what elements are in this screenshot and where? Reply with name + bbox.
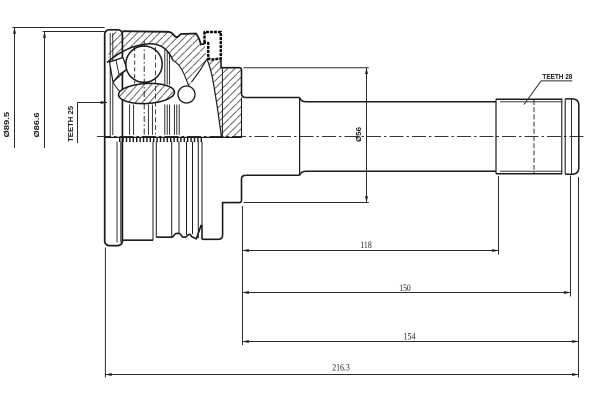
svg-text:TEETH 25: TEETH 25 — [66, 106, 75, 142]
svg-text:Ø89.5: Ø89.5 — [2, 112, 11, 138]
svg-text:118: 118 — [360, 240, 372, 251]
svg-text:154: 154 — [404, 331, 416, 342]
svg-text:TEETH 28: TEETH 28 — [542, 72, 572, 81]
svg-text:Ø56: Ø56 — [354, 127, 363, 142]
svg-text:Ø86.6: Ø86.6 — [32, 113, 41, 138]
svg-text:150: 150 — [399, 283, 411, 294]
svg-text:216.3: 216.3 — [332, 362, 350, 373]
